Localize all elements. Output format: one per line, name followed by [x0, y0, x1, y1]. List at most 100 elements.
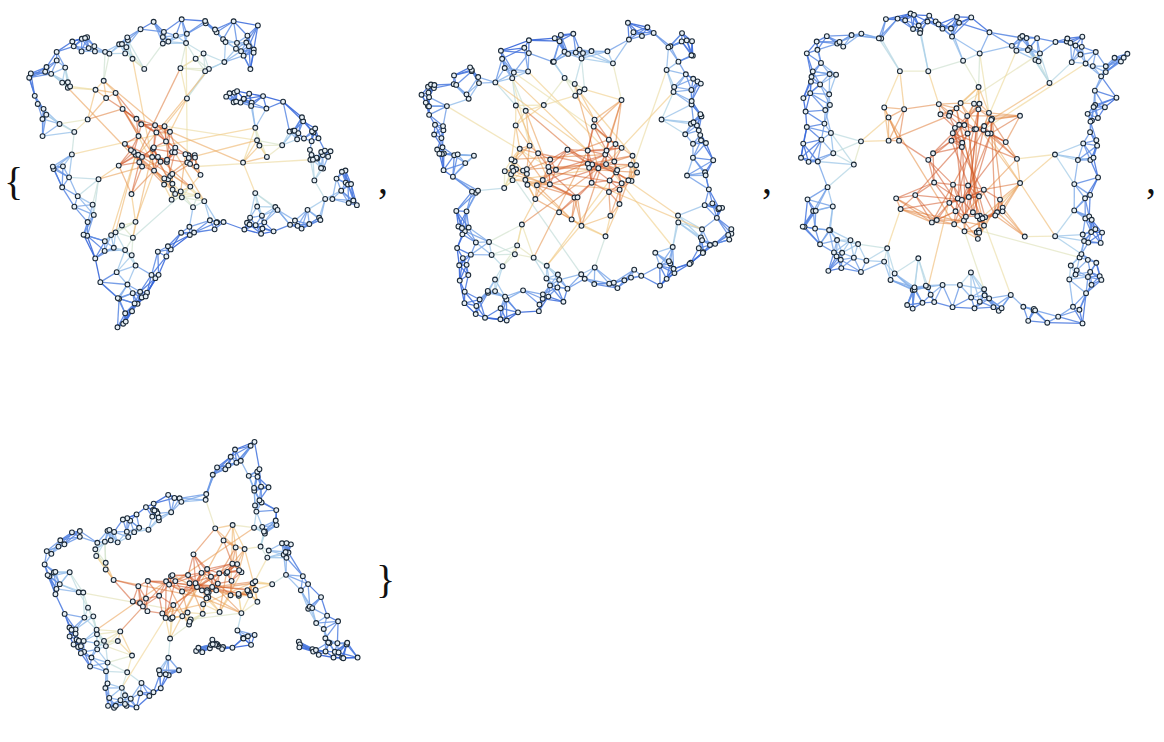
graph-vertex [130, 309, 135, 314]
graph-vertex [319, 166, 324, 171]
network-graph [27, 17, 359, 330]
graph-vertex [63, 65, 68, 70]
graph-vertex [275, 208, 280, 213]
graph-vertex [136, 134, 141, 139]
graph-vertex [155, 249, 160, 254]
graph-vertex [326, 154, 331, 159]
graph-edge [595, 236, 606, 267]
graph-vertex [260, 226, 265, 231]
graph-vertex [57, 122, 62, 127]
graph-vertex [149, 272, 154, 277]
graph-edge [667, 47, 669, 70]
graph-vertex [255, 138, 260, 143]
graph-edge [522, 199, 535, 224]
graph-vertex [308, 147, 313, 152]
graph-vertex [280, 143, 285, 148]
graph-vertex [309, 139, 314, 144]
graph-edge [99, 166, 119, 180]
graph-vertex [161, 30, 166, 35]
graph-vertex [249, 103, 254, 108]
graph-vertex [104, 96, 109, 101]
graph-edge [662, 104, 692, 119]
graph-edge [456, 193, 476, 211]
graph-vertex [91, 212, 96, 217]
graph-edge [278, 210, 295, 221]
graph-edge [170, 98, 187, 131]
graph-vertex [133, 219, 138, 224]
graph-edge [429, 97, 447, 106]
graph-vertex [248, 215, 253, 220]
graph-vertex [198, 172, 203, 177]
graph-vertex [123, 311, 128, 316]
graph-edge [641, 276, 660, 286]
graph-vertex [239, 49, 244, 54]
graph-vertex [70, 39, 75, 44]
graph-vertex [281, 99, 286, 104]
graph-vertex [160, 41, 165, 46]
graph-vertex [339, 188, 344, 193]
graph-vertex [259, 231, 264, 236]
graph-vertex [153, 123, 158, 128]
graph-vertex [140, 155, 145, 160]
graph-edge [224, 42, 225, 62]
graph-edge [678, 205, 705, 215]
graph-vertex [132, 301, 137, 306]
graph-vertex [168, 129, 173, 134]
graph-vertex [150, 155, 155, 160]
graph-vertex [54, 49, 59, 54]
graph-vertex [120, 107, 125, 112]
graph-vertex [155, 155, 160, 160]
graph-vertex [295, 223, 300, 228]
graph-vertex [188, 162, 193, 167]
graph-edge [572, 219, 606, 236]
network-graph [419, 20, 734, 323]
graph-vertex [186, 155, 191, 160]
graph-vertex [102, 248, 107, 253]
graph-vertex [179, 195, 184, 200]
graph-vertex [162, 124, 167, 129]
graph-vertex [138, 289, 143, 294]
graph-vertex [222, 60, 227, 65]
graph-vertex [173, 33, 178, 38]
graph-vertex [130, 235, 135, 240]
graph-vertex [354, 203, 359, 208]
graph-vertex [241, 96, 246, 101]
graph-vertex [195, 193, 200, 198]
graph-vertex [339, 169, 344, 174]
graph-vertex [85, 117, 90, 122]
graph-vertex [86, 46, 91, 51]
graph-edge [478, 188, 504, 191]
graph-vertex [253, 125, 258, 130]
graph-edge [182, 19, 205, 21]
graph-edge [189, 220, 210, 226]
graph-vertex [75, 194, 80, 199]
graph-vertex [79, 49, 84, 54]
graph-vertex [28, 71, 33, 76]
graph-vertex [116, 163, 121, 168]
graph-edge [654, 33, 669, 47]
graph-vertex [123, 51, 128, 56]
graph-vertex [334, 176, 339, 181]
graph-edge [144, 44, 163, 69]
graph-vertex [253, 191, 258, 196]
graph-vertex [247, 91, 252, 96]
graph-vertex [328, 149, 333, 154]
graph-vertex [123, 319, 128, 324]
graph-edge [314, 180, 325, 199]
graph-vertex [247, 222, 252, 227]
graph-vertex [40, 117, 45, 122]
graph-vertex [235, 89, 240, 94]
graph-edge [534, 258, 547, 279]
graph-edge [641, 266, 660, 276]
graph-edge [606, 164, 631, 165]
graph-edge [582, 58, 585, 89]
graph-vertex [235, 40, 240, 45]
graph-vertex [124, 45, 129, 50]
graph-vertex [72, 129, 77, 134]
graph-vertex [133, 263, 138, 268]
graph-vertex [40, 134, 45, 139]
graph-vertex [349, 182, 354, 187]
graph-edge [606, 92, 673, 164]
graph-edge [595, 267, 614, 282]
graph-vertex [170, 187, 175, 192]
